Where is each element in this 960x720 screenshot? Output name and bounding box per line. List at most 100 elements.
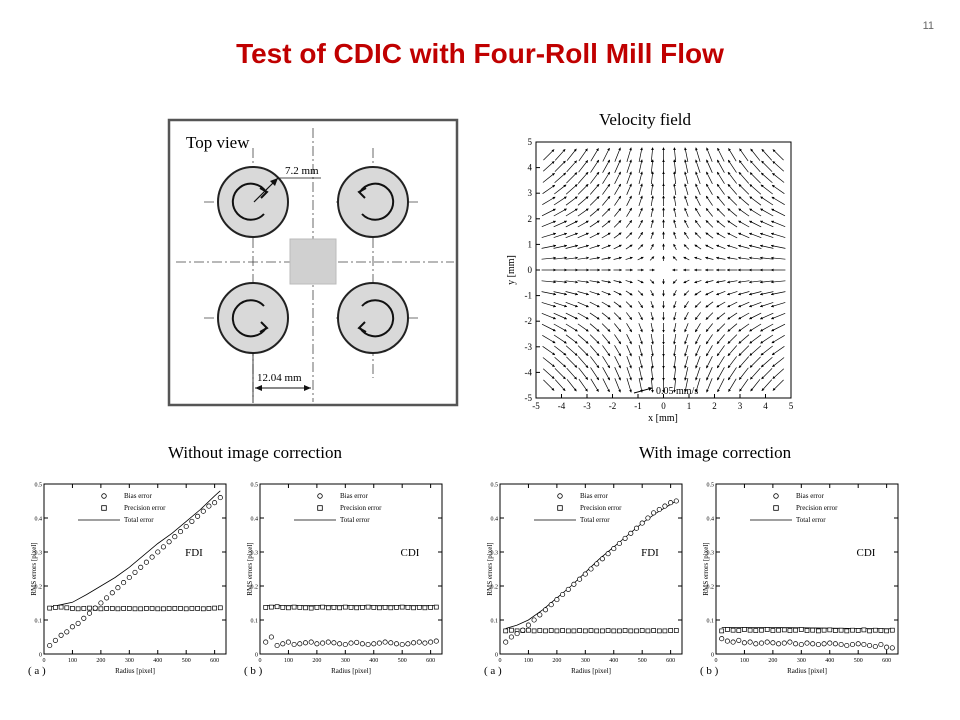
precision-error-point (503, 628, 509, 634)
y-axis-label: RMS errors [pixel] (486, 542, 494, 595)
velocity-vector (760, 208, 774, 217)
bias-error-point (588, 566, 594, 572)
y-tick-label: 0.2 (491, 585, 499, 591)
precision-error-point (639, 628, 645, 633)
velocity-vector (566, 356, 578, 368)
velocity-vector (542, 334, 556, 344)
velocity-vector (727, 301, 738, 308)
bias-error-point (126, 574, 132, 581)
method-label: CDI (857, 547, 876, 559)
precision-error-point (844, 628, 850, 634)
velocity-vector (716, 208, 726, 217)
precision-error-point (509, 627, 514, 633)
bias-error-point (525, 622, 531, 628)
velocity-vector (727, 367, 737, 381)
velocity-vector (542, 172, 555, 183)
velocity-vector (673, 355, 677, 369)
velocity-vector (673, 333, 677, 345)
velocity-vector (738, 301, 750, 308)
x-tick-label: 2 (712, 401, 717, 411)
velocity-vector (541, 312, 557, 320)
velocity-vector (684, 333, 689, 345)
precision-error-point (617, 628, 622, 634)
bias-error-point (810, 641, 816, 647)
y-tick-label: -3 (525, 342, 533, 352)
precision-error-point (155, 606, 161, 612)
bias-error-point (160, 544, 166, 550)
velocity-vector (760, 172, 773, 184)
bias-error-point (560, 591, 566, 598)
legend-bias-marker (773, 493, 779, 499)
velocity-vector (602, 147, 610, 162)
velocity-vector (760, 345, 773, 356)
velocity-vector (650, 333, 654, 345)
precision-error-point (422, 605, 428, 611)
velocity-vector (727, 356, 737, 369)
velocity-vector (716, 183, 725, 195)
x-tick-label: 0 (43, 658, 46, 664)
velocity-vector (760, 196, 774, 206)
velocity-vector (638, 171, 643, 184)
velocity-vector (694, 232, 702, 239)
velocity-vector (761, 379, 773, 392)
precision-error-point (217, 605, 223, 611)
bias-error-point (844, 642, 850, 649)
bias-error-point (433, 638, 439, 644)
velocity-vector (673, 231, 677, 240)
bias-error-point (656, 506, 662, 513)
precision-error-point (371, 605, 377, 610)
precision-error-point (212, 605, 217, 611)
velocity-vector (684, 231, 689, 239)
bias-error-point (787, 639, 793, 645)
velocity-vector (614, 171, 621, 184)
velocity-vector (638, 345, 643, 357)
velocity-vector (565, 312, 578, 320)
velocity-vector (589, 301, 600, 308)
velocity-vector (565, 232, 579, 239)
bias-error-point (884, 644, 890, 650)
precision-error-point (577, 628, 582, 633)
velocity-vector (577, 256, 590, 260)
velocity-vector (727, 232, 738, 239)
bias-error-point (189, 518, 195, 524)
velocity-vector (705, 195, 713, 206)
precision-error-point (850, 627, 855, 633)
velocity-vector (613, 256, 622, 260)
velocity-vector (705, 232, 714, 239)
precision-error-point (605, 628, 611, 633)
bias-error-point (793, 641, 799, 647)
caption-with-correction: With image correction (638, 443, 792, 462)
velocity-vector (738, 220, 750, 228)
velocity-vector (738, 160, 749, 173)
x-tick-label: 100 (524, 658, 533, 664)
legend-label: Total error (124, 516, 154, 524)
bias-error-point (554, 597, 560, 603)
velocity-vector (738, 356, 750, 369)
x-tick-label: 500 (854, 658, 863, 664)
precision-error-point (64, 605, 70, 611)
precision-error-point (365, 604, 371, 610)
velocity-vector (589, 345, 600, 357)
precision-error-point (810, 627, 816, 633)
velocity-vector (716, 334, 725, 345)
precision-error-point (600, 628, 605, 634)
velocity-vector (614, 208, 622, 217)
velocity-vector (577, 334, 589, 344)
bias-error-point (285, 639, 291, 645)
precision-error-point (833, 628, 838, 633)
velocity-vector (770, 232, 786, 238)
velocity-vector (554, 148, 566, 161)
velocity-vector (638, 312, 643, 321)
velocity-vector (602, 378, 610, 393)
velocity-vector (739, 378, 749, 392)
velocity-vector (565, 220, 578, 228)
velocity-vector (716, 290, 726, 296)
y-tick-label: 5 (528, 137, 533, 147)
velocity-vector (738, 208, 750, 217)
x-axis-label: Radius [pixel] (787, 667, 827, 675)
velocity-vector (613, 232, 622, 239)
velocity-vector (673, 300, 677, 309)
bias-error-point (747, 639, 753, 645)
velocity-vector (749, 172, 761, 184)
bias-error-point (342, 641, 348, 648)
